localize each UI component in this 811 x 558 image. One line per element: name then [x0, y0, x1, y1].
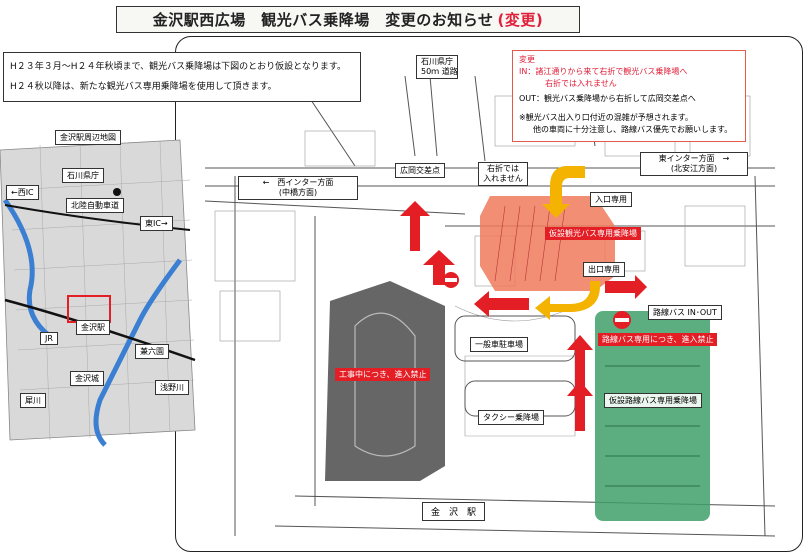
inset-kanazawa-st: 金沢駅	[76, 320, 110, 335]
notice-line-2: H２４秋以降は、新たな観光バス専用乗降場を使用して頂きます。	[10, 82, 277, 92]
info-out-line: OUT：観光バス乗降場から右折して広岡交差点へ	[519, 94, 696, 103]
label-nishi-ic-dir: ← 西インター方面	[262, 178, 334, 187]
inset-nishi-ic: ←西IC	[6, 185, 39, 200]
label-nishi-ic: ← 西インター方面 (中橋方面)	[238, 176, 358, 200]
yellow-arrow-icon	[535, 166, 600, 320]
label-higashi-ic-sub: (北安江方面)	[670, 164, 718, 173]
label-ishikawa-road: 石川県庁 50ｍ 道路	[416, 55, 458, 79]
info-note-line2: 他の車両に十分注意し、路線バス優先でお願いします。	[533, 125, 733, 134]
route-bus-area	[595, 311, 710, 521]
label-ishikawa-road-line1: 石川県庁	[421, 57, 453, 66]
no-entry-icon-route	[613, 311, 631, 329]
inset-kanazawajo: 金沢城	[70, 371, 104, 386]
label-exit: 出口専用	[583, 262, 625, 277]
label-ishikawa-road-line2: 50ｍ 道路	[421, 67, 458, 76]
title-change: (変更)	[497, 11, 544, 29]
tour-bus-area	[480, 196, 615, 291]
change-info-box: 変更 IN：諸江通りから来て右折で観光バス乗降場へ 右折では入れません OUT：…	[512, 50, 746, 142]
label-taxi: タクシー乗降場	[478, 410, 544, 425]
river-saigawa	[2, 198, 57, 343]
inset-ishikawa: 石川県庁	[62, 168, 104, 183]
inset-saigawa: 犀川	[20, 393, 46, 408]
inset-kenrokuen: 兼六園	[135, 344, 169, 359]
label-general-parking: 一般車駐車場	[470, 337, 528, 352]
inset-jr: JR	[40, 332, 58, 345]
label-entrance: 入口専用	[590, 192, 632, 207]
title-main: 金沢駅西広場 観光バス乗降場 変更のお知らせ	[152, 11, 494, 29]
label-no-right-line1: 右折では	[487, 164, 519, 173]
inset-hokuriku: 北陸自動車道	[66, 198, 124, 213]
label-station: 金 沢 駅	[422, 502, 486, 521]
no-entry-icon	[443, 272, 459, 288]
label-no-right-turn: 右折では 入れません	[478, 162, 528, 186]
river-asanogawa	[93, 258, 183, 447]
label-higashi-ic: 東インター方面 → (北安江方面)	[640, 152, 748, 176]
info-note-line1: ※観光バス出入り口付近の混雑が予想されます。	[519, 113, 693, 122]
info-in-line1: IN：諸江通りから来て右折で観光バス乗降場へ	[519, 67, 688, 76]
label-hirooka: 広岡交差点	[395, 163, 445, 178]
page-title: 金沢駅西広場 観光バス乗降場 変更のお知らせ (変更)	[116, 6, 580, 33]
label-no-right-line2: 入れません	[483, 174, 523, 183]
label-temp-route-bus: 仮設路線バス専用乗降場	[604, 393, 702, 408]
label-nishi-ic-sub: (中橋方面)	[278, 188, 318, 197]
notice-line-1: H２３年３月～H２４年秋頃まで、観光バス乗降場は下図のとおり仮設となります。	[10, 62, 347, 72]
inset-map: 金沢駅周辺地図 ←西IC 石川県庁 北陸自動車道 東IC→ 金沢駅 JR 兼六園…	[0, 110, 200, 455]
construction-area	[325, 281, 445, 481]
inset-higashi-ic: 東IC→	[140, 216, 173, 231]
label-route-bus-inout: 路線バス IN･OUT	[648, 305, 722, 320]
label-route-bus-no-entry: 路線バス専用につき、進入禁止	[598, 333, 718, 346]
info-heading: 変更	[519, 55, 535, 64]
info-in-line2: 右折では入れません	[545, 79, 617, 88]
label-higashi-ic-dir: 東インター方面 →	[658, 154, 730, 163]
label-temp-tour-bus: 仮設観光バス専用乗降場	[545, 227, 641, 240]
label-construction: 工事中につき、進入禁止	[335, 368, 431, 381]
inset-asanogawa: 浅野川	[155, 380, 189, 395]
inset-title: 金沢駅周辺地図	[55, 130, 121, 145]
notice-box: H２３年３月～H２４年秋頃まで、観光バス乗降場は下図のとおり仮設となります。 H…	[3, 52, 361, 102]
arrow-icon	[400, 201, 647, 431]
